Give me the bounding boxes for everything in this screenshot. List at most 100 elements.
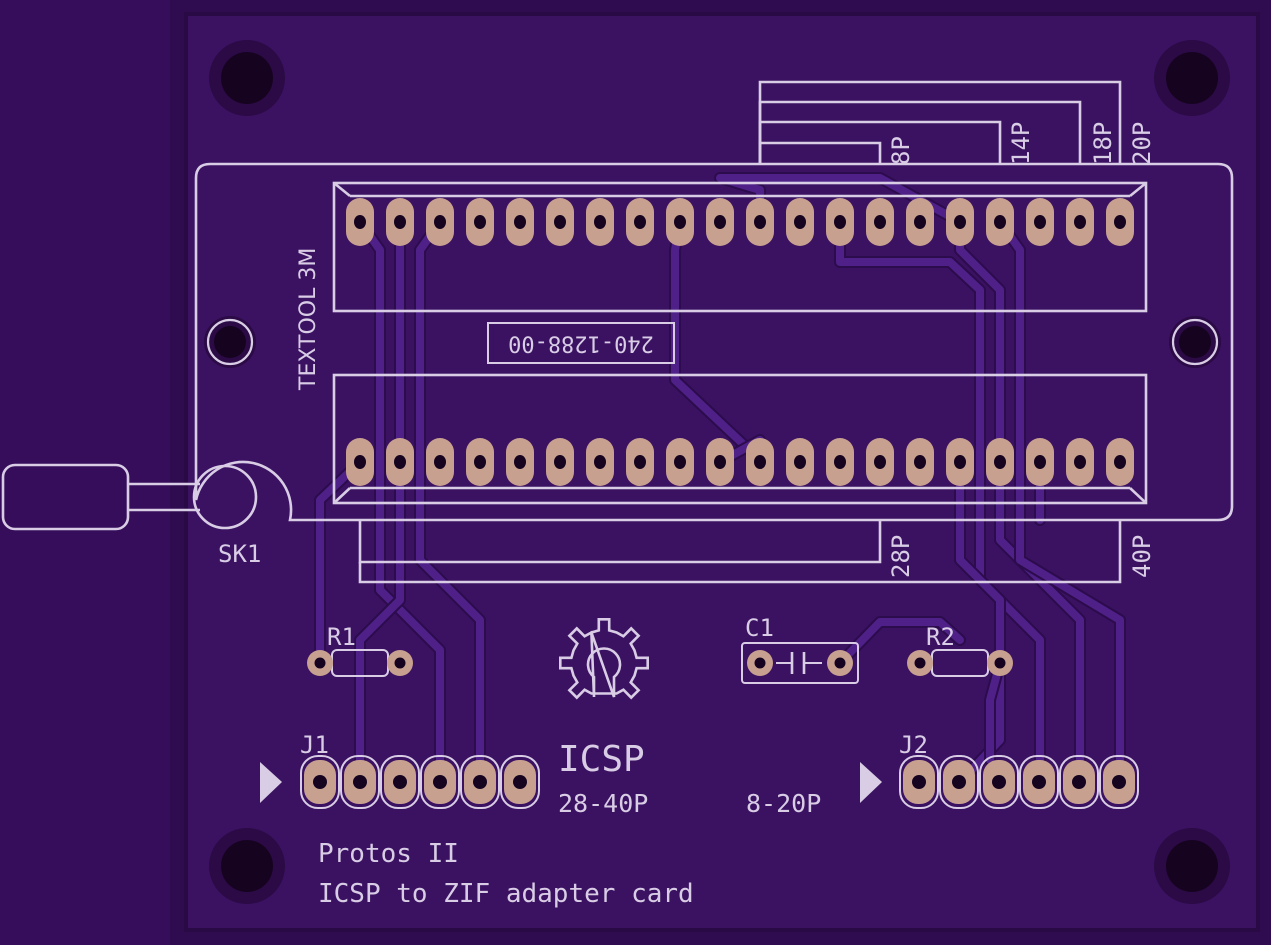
socket-pad-top [666,198,694,246]
component-pad [827,650,853,676]
j2-pin1-marker-icon [860,762,882,803]
socket-pad-top [826,198,854,246]
socket-pad-bottom [906,438,934,486]
socket-pad-top [1026,198,1054,246]
socket-pad-top [1106,198,1134,246]
socket-pad-bottom [506,438,534,486]
socket-pad-top [946,198,974,246]
socket-pad-bottom [666,438,694,486]
socket-outline [194,162,1234,522]
range-right-label: 8-20P [746,789,821,818]
icsp-label: ICSP [558,739,645,780]
size-select-bottom [358,520,1122,584]
component-pad [747,650,773,676]
r1-label: R1 [327,623,356,651]
j2-label: J2 [899,731,928,759]
socket-pad-top [986,198,1014,246]
title-line-2: ICSP to ZIF adapter card [318,879,694,909]
component-pad [387,650,413,676]
header-pin [979,755,1019,809]
size-select-top [758,80,1122,163]
part-number: 240-1288-00 [508,331,654,356]
socket-pad-bottom [826,438,854,486]
size-label-8p: 8P [887,136,915,165]
zif-socket: 240-1288-00 TEXTOOL 3M SK1 [1,162,1234,568]
socket-pads [346,198,1134,486]
socket-pad-bottom [866,438,894,486]
mounting-hole-icon [209,40,285,116]
open-hardware-gear-icon [559,618,649,700]
size-label-40p: 40P [1128,535,1156,578]
socket-pad-top [626,198,654,246]
copper-trace [996,218,1124,786]
header-pin [460,755,500,809]
range-left-label: 28-40P [558,789,648,818]
header-pin [939,755,979,809]
socket-pad-bottom [1026,438,1054,486]
socket-row-bottom [332,373,1148,505]
copper-trace [416,218,484,786]
socket-pad-top [386,198,414,246]
socket-pad-top [746,198,774,246]
socket-mount-hole-icon [1169,316,1221,368]
socket-pad-bottom [786,438,814,486]
sk1-label: SK1 [218,540,261,568]
socket-pad-bottom [466,438,494,486]
header-pin [420,755,460,809]
socket-lever-pivot [192,464,258,530]
mounting-hole-icon [1154,40,1230,116]
copper-trace [356,218,444,786]
header-pin [899,755,939,809]
socket-pad-bottom [746,438,774,486]
socket-pad-top [346,198,374,246]
socket-pad-top [506,198,534,246]
socket-pad-bottom [1106,438,1134,486]
socket-pad-bottom [1066,438,1094,486]
socket-pad-bottom [546,438,574,486]
socket-pad-bottom [386,438,414,486]
socket-pad-top [786,198,814,246]
copper-trace [836,218,1044,786]
socket-pad-top [1066,198,1094,246]
mounting-hole-icon [1154,828,1230,904]
header-pin [1059,755,1099,809]
component-pad [987,650,1013,676]
socket-pad-bottom [706,438,734,486]
socket-pad-top [906,198,934,246]
part-number-box [487,322,675,364]
socket-pad-bottom [986,438,1014,486]
socket-label: TEXTOOL 3M [296,248,321,391]
j1-label: J1 [300,731,329,759]
header-pin [1019,755,1059,809]
header-j2 [899,755,1139,809]
header-j1 [300,755,540,809]
socket-row-top [332,181,1148,313]
socket-pad-bottom [346,438,374,486]
socket-pad-top [866,198,894,246]
header-pin [300,755,340,809]
size-label-18p: 18P [1089,122,1117,165]
socket-pad-top [586,198,614,246]
r2-label: R2 [926,623,955,651]
component-pad [907,650,933,676]
socket-pad-top [466,198,494,246]
component-pads [307,650,1013,676]
socket-pad-bottom [626,438,654,486]
copper-trace [836,618,964,667]
header-pin [500,755,540,809]
socket-pad-bottom [586,438,614,486]
header-pin [340,755,380,809]
component-pad [307,650,333,676]
socket-pad-bottom [426,438,454,486]
title-line-1: Protos II [318,839,459,869]
copper-trace [356,458,404,786]
header-pin [380,755,420,809]
mounting-hole-icon [209,828,285,904]
socket-pad-bottom [946,438,974,486]
j1-pin1-marker-icon [260,762,282,803]
size-label-14p: 14P [1007,122,1035,165]
socket-pad-top [426,198,454,246]
c1-label: C1 [745,614,774,642]
capacitor-c1: C1 [741,614,859,684]
